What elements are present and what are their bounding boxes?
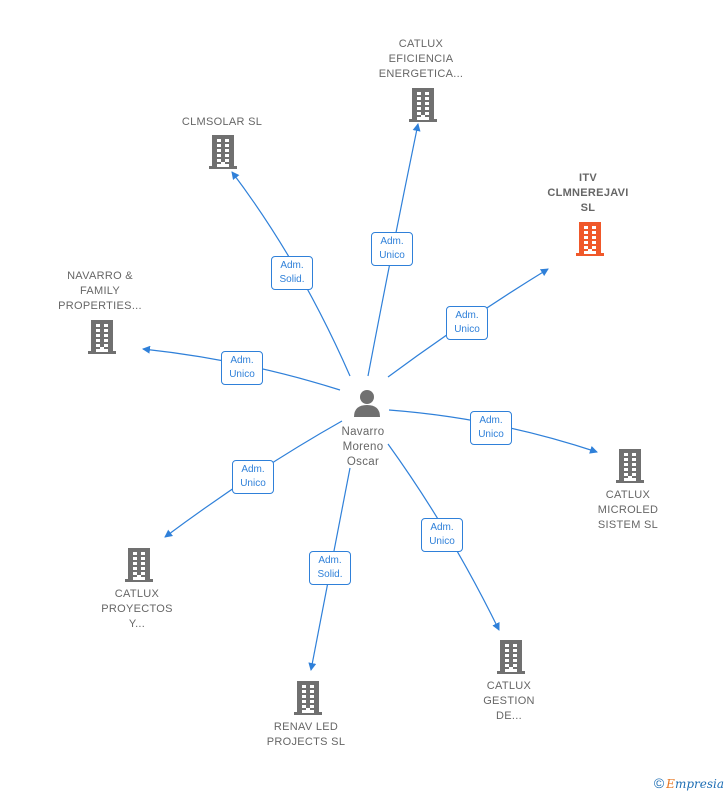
- edge-label-catlux-gestion[interactable]: Adm. Unico: [421, 518, 463, 552]
- company-label-line: PROPERTIES...: [58, 300, 142, 312]
- company-label-renav-led[interactable]: RENAV LED PROJECTS SL: [246, 720, 366, 750]
- company-label-line: RENAV LED: [273, 721, 339, 733]
- edge-label-line: Adm.: [455, 310, 479, 321]
- brand-footer: ©Empresia: [654, 775, 724, 791]
- brand-name: mpresia: [674, 777, 724, 791]
- company-label-line: GESTION: [483, 695, 535, 707]
- edge-label-catlux-microled[interactable]: Adm. Unico: [470, 411, 512, 445]
- edge-label-line: Adm.: [430, 522, 454, 533]
- person-label-line: Navarro: [341, 426, 385, 438]
- building-icon[interactable]: [574, 220, 606, 256]
- person-label-line: Moreno: [342, 441, 384, 453]
- company-label-line: EFICIENCIA: [388, 53, 454, 65]
- company-label-line: ENERGETICA...: [378, 68, 464, 80]
- edge-label-catlux-eficiencia[interactable]: Adm. Unico: [371, 232, 413, 266]
- company-label-line: CATLUX: [486, 680, 532, 692]
- company-label-catlux-eficiencia[interactable]: CATLUX EFICIENCIA ENERGETICA...: [361, 37, 481, 82]
- edge-label-line: Adm.: [380, 236, 404, 247]
- edge-label-line: Adm.: [241, 464, 265, 475]
- company-label-line: ITV: [578, 172, 597, 184]
- building-icon[interactable]: [123, 546, 155, 582]
- company-label-line: PROJECTS SL: [266, 736, 346, 748]
- person-label-line: Oscar: [346, 456, 380, 468]
- edge-label-catlux-proyectos[interactable]: Adm. Unico: [232, 460, 274, 494]
- building-icon[interactable]: [292, 679, 324, 715]
- edge-label-line: Unico: [429, 536, 455, 547]
- company-label-line: DE...: [496, 710, 522, 722]
- company-label-line: CATLUX: [114, 588, 160, 600]
- edge-label-line: Adm.: [230, 355, 254, 366]
- company-label-catlux-microled[interactable]: CATLUX MICROLED SISTEM SL: [568, 488, 688, 533]
- building-icon[interactable]: [495, 638, 527, 674]
- company-label-catlux-gestion[interactable]: CATLUX GESTION DE...: [449, 679, 569, 724]
- edge-label-line: Solid.: [317, 569, 343, 580]
- company-label-line: NAVARRO &: [67, 270, 133, 282]
- company-label-line: CATLUX: [398, 38, 444, 50]
- edge-label-line: Adm.: [479, 415, 503, 426]
- brand-initial: E: [666, 777, 675, 791]
- edge-label-line: Adm.: [318, 555, 342, 566]
- edge-label-line: Unico: [379, 250, 405, 261]
- copyright-symbol: ©: [653, 775, 665, 791]
- company-label-line: PROYECTOS: [101, 603, 173, 615]
- company-label-line: SISTEM SL: [597, 519, 659, 531]
- company-label-catlux-proyectos[interactable]: CATLUX PROYECTOS Y...: [77, 587, 197, 632]
- company-label-itv-clmnerejavi[interactable]: ITV CLMNEREJAVI SL: [528, 171, 648, 216]
- building-icon[interactable]: [614, 447, 646, 483]
- company-label-navarro-family[interactable]: NAVARRO & FAMILY PROPERTIES...: [40, 269, 160, 314]
- edge-label-line: Unico: [229, 369, 255, 380]
- edge-label-clmsolar[interactable]: Adm. Solid.: [271, 256, 313, 290]
- company-label-clmsolar[interactable]: CLMSOLAR SL: [162, 115, 282, 130]
- edge-label-line: Unico: [454, 324, 480, 335]
- company-label-line: FAMILY: [79, 285, 121, 297]
- company-label-line: CATLUX: [605, 489, 651, 501]
- company-label-line: CLMSOLAR SL: [181, 116, 263, 128]
- edge-label-renav-led[interactable]: Adm. Solid.: [309, 551, 351, 585]
- edge-label-line: Solid.: [279, 274, 305, 285]
- building-icon[interactable]: [207, 133, 239, 169]
- edge-label-line: Adm.: [280, 260, 304, 271]
- edge-label-navarro-family[interactable]: Adm. Unico: [221, 351, 263, 385]
- edge-label-itv-clmnerejavi[interactable]: Adm. Unico: [446, 306, 488, 340]
- edge-label-line: Unico: [478, 429, 504, 440]
- company-label-line: SL: [580, 202, 596, 214]
- person-icon[interactable]: [352, 388, 382, 423]
- company-label-line: MICROLED: [597, 504, 659, 516]
- company-label-line: Y...: [128, 618, 146, 630]
- edge-label-line: Unico: [240, 478, 266, 489]
- building-icon[interactable]: [407, 86, 439, 122]
- company-label-line: CLMNEREJAVI: [547, 187, 629, 199]
- building-icon[interactable]: [86, 318, 118, 354]
